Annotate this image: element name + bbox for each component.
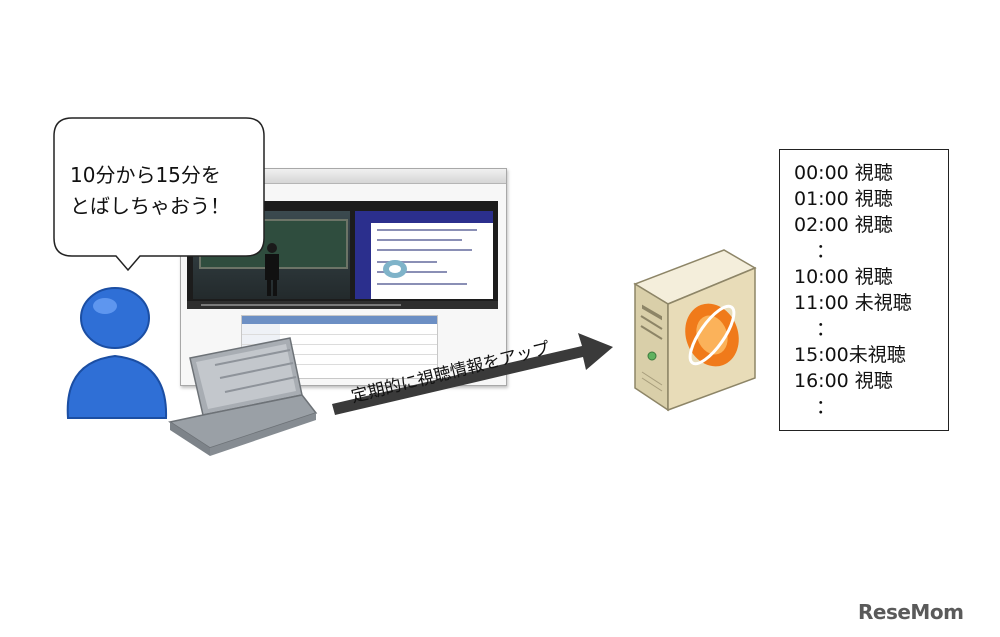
server-icon (633, 249, 757, 412)
status-item: 11:00 未視聴 (794, 292, 912, 314)
video-controls[interactable] (187, 301, 498, 309)
status-item: 00:00 視聴 (794, 162, 893, 184)
video-progress-bar[interactable] (201, 304, 401, 306)
lecture-video (193, 211, 350, 299)
status-item: 02:00 視聴 (794, 214, 893, 236)
slide-graphic-icon (383, 260, 407, 278)
status-ellipsis: ： (816, 318, 836, 340)
status-item: 10:00 視聴 (794, 266, 893, 288)
bubble-line-1: 10分から15分を (70, 163, 221, 187)
resemom-logo: ReseMom (858, 600, 964, 624)
speech-bubble-text: 10分から15分を とばしちゃおう！ (70, 160, 270, 222)
lecturer-figure (265, 243, 279, 296)
viewing-status-list: 00:00 視聴 01:00 視聴 02:00 視聴 ： 10:00 視聴 11… (779, 149, 949, 431)
status-ellipsis: ： (816, 396, 836, 418)
status-ellipsis: ： (816, 240, 836, 262)
bubble-line-2: とばしちゃおう！ (70, 194, 230, 218)
user-person-icon (66, 287, 168, 419)
status-item: 01:00 視聴 (794, 188, 893, 210)
status-item: 15:00未視聴 (794, 344, 906, 366)
lecture-slide (355, 211, 493, 299)
status-item: 16:00 視聴 (794, 370, 893, 392)
